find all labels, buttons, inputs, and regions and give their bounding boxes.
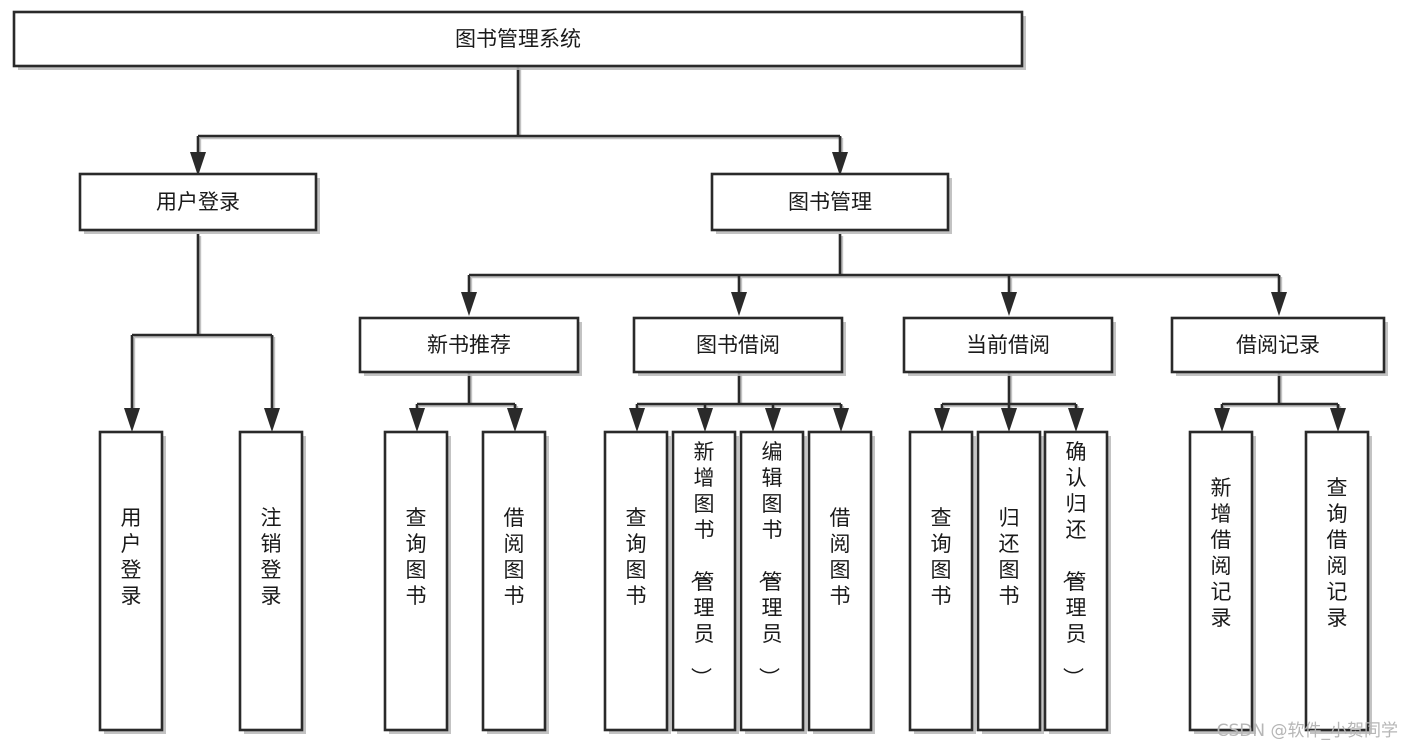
arrow-head-icon xyxy=(1214,408,1230,432)
node-leaf-query-book-rec[interactable]: 查询图书 xyxy=(383,430,451,734)
connector-userlogin-to-leaves xyxy=(124,234,280,432)
node-leaf-query-record[interactable]: 查询借阅记录 xyxy=(1304,430,1372,734)
node-leaf-borrow-book-rec-label: 借阅图书 xyxy=(504,506,525,608)
leaf-nodes-layer: 用户登录 注销登录 查询图书 借阅图书 查询图书 xyxy=(98,430,1372,734)
node-leaf-add-record[interactable]: 新增借阅记录 xyxy=(1188,430,1256,734)
arrow-head-icon xyxy=(934,408,950,432)
node-leaf-return-book-label: 归还图书 xyxy=(999,506,1020,608)
connector-newbook-to-leaves xyxy=(409,372,523,432)
node-user-login-label: 用户登录 xyxy=(156,190,240,214)
node-leaf-add-record-label: 新增借阅记录 xyxy=(1211,476,1232,630)
node-leaf-user-login-label: 用户登录 xyxy=(121,506,142,608)
connector-borrowrecord-to-leaves xyxy=(1214,372,1346,432)
connector-bookborrow-to-leaves xyxy=(629,372,849,432)
node-book-manage-label: 图书管理 xyxy=(788,190,872,214)
arrow-head-icon xyxy=(264,408,280,432)
arrow-head-icon xyxy=(507,408,523,432)
node-user-login[interactable]: 用户登录 xyxy=(78,172,320,234)
node-new-book-rec-label: 新书推荐 xyxy=(427,333,511,357)
arrow-head-icon xyxy=(1330,408,1346,432)
node-leaf-borrow-book[interactable]: 借阅图书 xyxy=(807,430,875,734)
arrow-head-icon xyxy=(190,152,206,176)
node-leaf-query-book-rec-label: 查询图书 xyxy=(406,506,427,608)
node-leaf-user-login[interactable]: 用户登录 xyxy=(98,430,166,734)
node-current-borrow[interactable]: 当前借阅 xyxy=(902,316,1116,376)
node-leaf-edit-book[interactable]: 编辑图书（管理员） xyxy=(739,430,807,734)
connector-bookmanage-to-level3 xyxy=(461,234,1287,316)
node-leaf-edit-book-label: 编辑图书（管理员） xyxy=(757,440,783,688)
arrow-head-icon xyxy=(731,292,747,316)
node-leaf-borrow-book-rec[interactable]: 借阅图书 xyxy=(481,430,549,734)
arrow-head-icon xyxy=(1001,292,1017,316)
node-root[interactable]: 图书管理系统 xyxy=(12,10,1026,70)
arrow-head-icon xyxy=(1001,408,1017,432)
arrow-head-icon xyxy=(629,408,645,432)
arrow-head-icon xyxy=(833,408,849,432)
node-leaf-add-book[interactable]: 新增图书（管理员） xyxy=(671,430,739,734)
arrow-head-icon xyxy=(1271,292,1287,316)
node-leaf-confirm-return[interactable]: 确认归还（管理员） xyxy=(1043,430,1111,734)
node-leaf-query-book-current-label: 查询图书 xyxy=(931,506,952,608)
node-leaf-user-logout-label: 注销登录 xyxy=(261,506,282,608)
node-leaf-confirm-return-label: 确认归还（管理员） xyxy=(1061,440,1087,688)
node-leaf-query-book-borrow[interactable]: 查询图书 xyxy=(603,430,671,734)
node-book-borrow-label: 图书借阅 xyxy=(696,333,780,357)
node-book-manage[interactable]: 图书管理 xyxy=(710,172,952,234)
connectors-layer xyxy=(124,66,1346,432)
arrow-head-icon xyxy=(409,408,425,432)
arrow-head-icon xyxy=(1068,408,1084,432)
arrow-head-icon xyxy=(765,408,781,432)
node-leaf-query-book-current[interactable]: 查询图书 xyxy=(908,430,976,734)
node-book-borrow[interactable]: 图书借阅 xyxy=(632,316,846,376)
node-borrow-record-label: 借阅记录 xyxy=(1236,333,1320,357)
arrow-head-icon xyxy=(832,152,848,176)
node-leaf-user-logout[interactable]: 注销登录 xyxy=(238,430,306,734)
node-leaf-return-book[interactable]: 归还图书 xyxy=(976,430,1044,734)
node-leaf-query-book-borrow-label: 查询图书 xyxy=(626,506,647,608)
node-new-book-rec[interactable]: 新书推荐 xyxy=(358,316,582,376)
node-leaf-borrow-book-label: 借阅图书 xyxy=(830,506,851,608)
arrow-head-icon xyxy=(124,408,140,432)
node-leaf-add-book-label: 新增图书（管理员） xyxy=(689,440,715,688)
connector-root-to-level2 xyxy=(190,66,848,176)
node-leaf-query-record-label: 查询借阅记录 xyxy=(1327,476,1348,630)
arrow-head-icon xyxy=(461,292,477,316)
node-current-borrow-label: 当前借阅 xyxy=(966,333,1050,357)
arrow-head-icon xyxy=(697,408,713,432)
csdn-watermark: CSDN @软件_小贺同学 xyxy=(1217,721,1398,741)
connector-currentborrow-to-leaves xyxy=(934,372,1084,432)
node-borrow-record[interactable]: 借阅记录 xyxy=(1170,316,1388,376)
node-root-label: 图书管理系统 xyxy=(455,27,581,51)
